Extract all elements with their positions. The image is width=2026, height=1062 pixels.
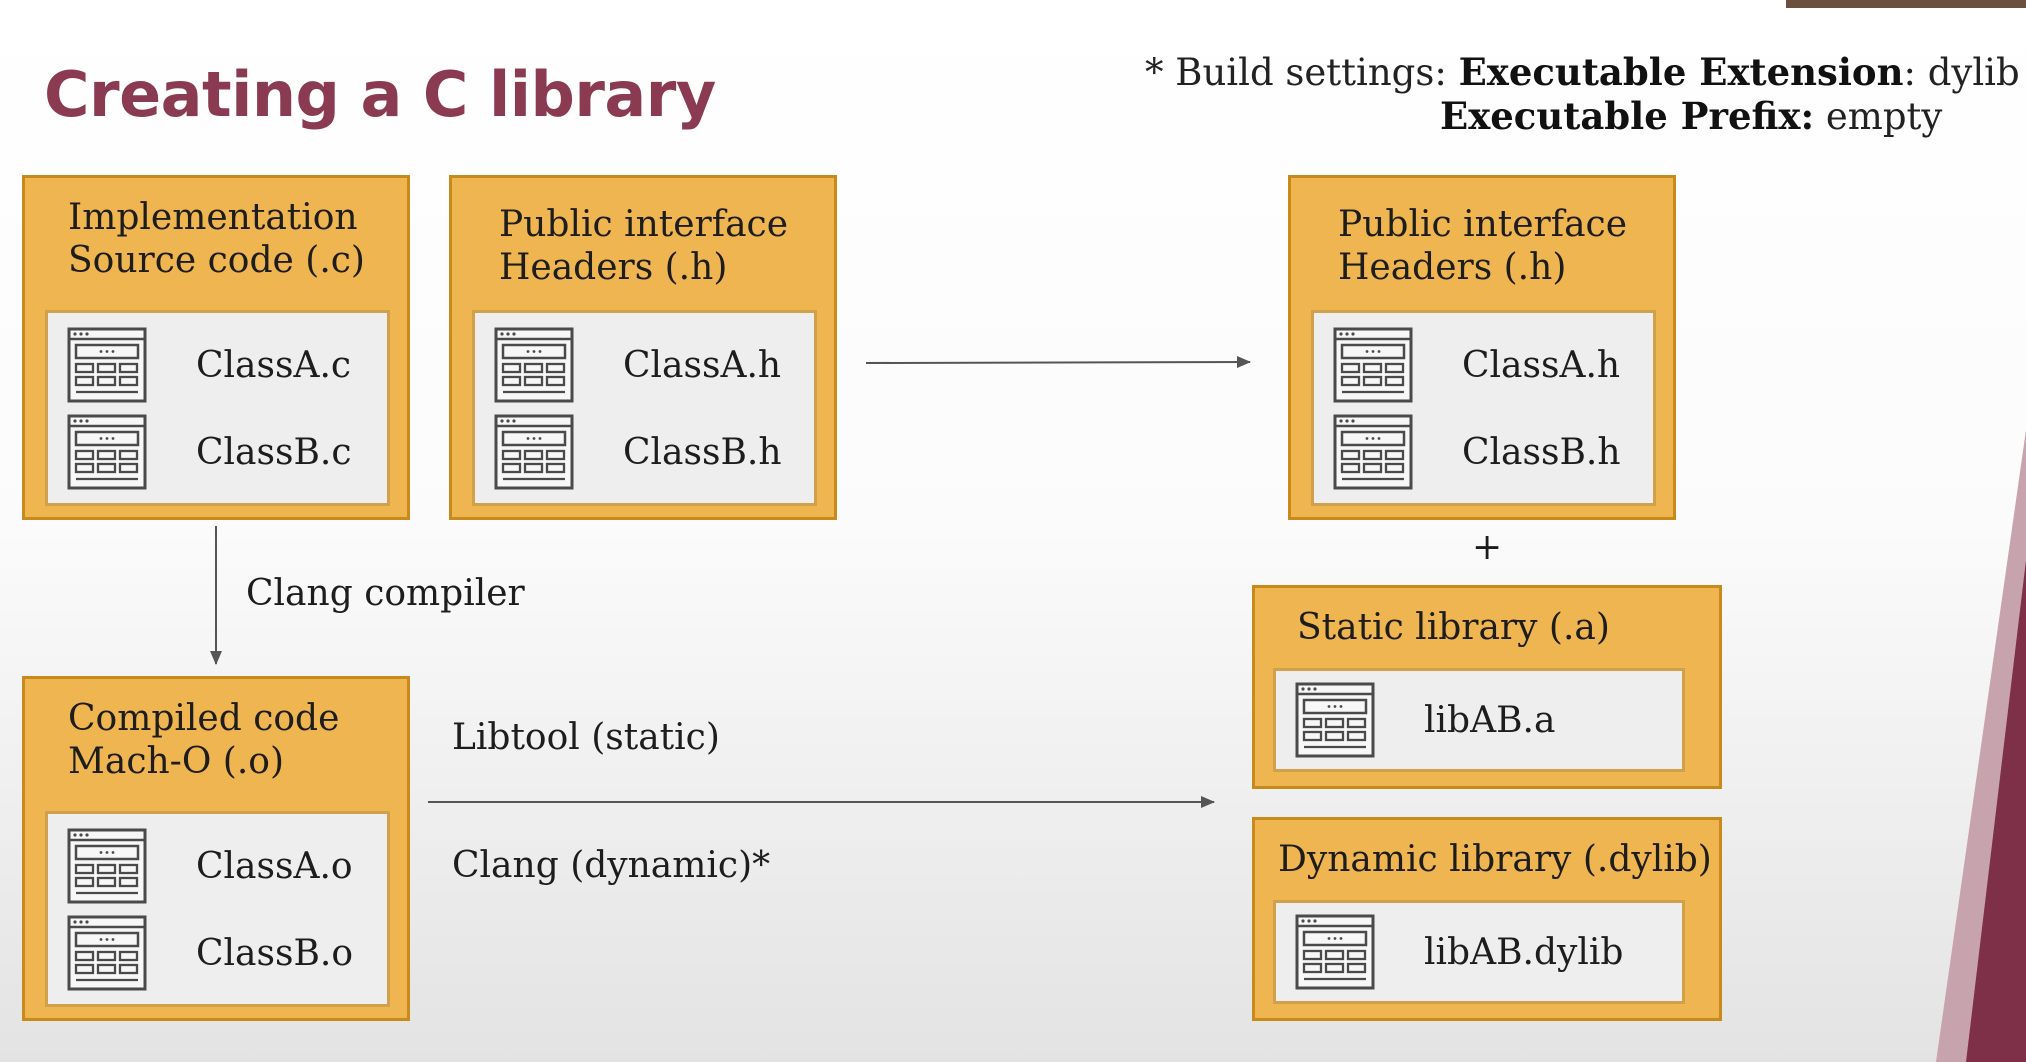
file-item: ClassA.c [48,326,387,406]
object-files-list: ClassA.o ClassB.o [45,811,390,1007]
note-ext-label: Executable Extension [1458,50,1904,94]
source-file-icon [66,827,148,905]
note-prefix-label: Executable Prefix: [1440,94,1815,138]
file-item: ClassB.h [1314,413,1653,493]
clang-compiler-label: Clang compiler [246,573,525,614]
file-label: ClassA.h [1462,345,1621,386]
slide-title: Creating a C library [44,58,716,131]
static-library-title: Static library (.a) [1297,607,1610,648]
clang-dynamic-label: Clang (dynamic)* [452,845,771,886]
file-label: ClassA.o [196,846,353,887]
source-file-icon [1294,913,1376,991]
file-item: libAB.a [1276,681,1682,761]
file-label: ClassB.c [196,432,352,473]
static-library-box: Static library (.a) libAB.a [1252,585,1722,789]
file-label: libAB.a [1424,700,1556,741]
decorative-stripe [1936,430,2026,1062]
file-label: ClassA.h [623,345,782,386]
headers-title: Public interface Headers (.h) [499,204,789,289]
header-files-list: ClassA.h ClassB.h [472,310,817,506]
header-output-files-list: ClassA.h ClassB.h [1311,310,1656,506]
libtool-label: Libtool (static) [452,717,720,758]
headers-output-title: Public interface Headers (.h) [1338,204,1628,289]
source-files-list: ClassA.c ClassB.c [45,310,390,506]
file-item: ClassB.c [48,413,387,493]
file-label: ClassB.h [623,432,782,473]
dynamic-library-title: Dynamic library (.dylib) [1278,839,1712,880]
file-item: ClassA.o [48,827,387,907]
static-library-files: libAB.a [1273,668,1685,772]
source-file-icon [66,914,148,992]
headers-to-output-arrow [865,356,1251,369]
file-item: ClassB.o [48,914,387,994]
source-file-icon [493,326,575,404]
dynamic-library-files: libAB.dylib [1273,900,1685,1004]
build-settings-note-line1: * Build settings: Executable Extension: … [1145,50,2020,94]
file-label: libAB.dylib [1424,932,1624,973]
source-file-icon [66,326,148,404]
note-prefix-value: empty [1814,95,1943,138]
source-file-icon [1332,326,1414,404]
source-file-icon [1332,413,1414,491]
file-item: ClassA.h [1314,326,1653,406]
compiled-code-box: Compiled code Mach-O (.o) ClassA.o Class… [22,676,410,1021]
file-item: ClassB.h [475,413,814,493]
dynamic-library-box: Dynamic library (.dylib) libAB.dylib [1252,817,1722,1021]
file-label: ClassB.o [196,933,354,974]
source-code-title: Implementation Source code (.c) [68,197,365,282]
file-label: ClassA.c [196,345,352,386]
source-file-icon [66,413,148,491]
note-ext-value: : dylib [1903,51,2020,94]
note-prefix: * Build settings: [1145,51,1459,94]
webcam-overlay [1786,0,2026,8]
source-file-icon [1294,681,1376,759]
file-item: libAB.dylib [1276,913,1682,993]
file-item: ClassA.h [475,326,814,406]
plus-sign: + [1472,527,1503,568]
compiled-code-title: Compiled code Mach-O (.o) [68,698,340,783]
source-file-icon [493,413,575,491]
headers-box: Public interface Headers (.h) ClassA.h C… [449,175,837,520]
build-settings-note-line2: Executable Prefix: empty [1440,94,1942,138]
source-code-box: Implementation Source code (.c) ClassA.c… [22,175,410,520]
headers-output-box: Public interface Headers (.h) ClassA.h C… [1288,175,1676,520]
file-label: ClassB.h [1462,432,1621,473]
